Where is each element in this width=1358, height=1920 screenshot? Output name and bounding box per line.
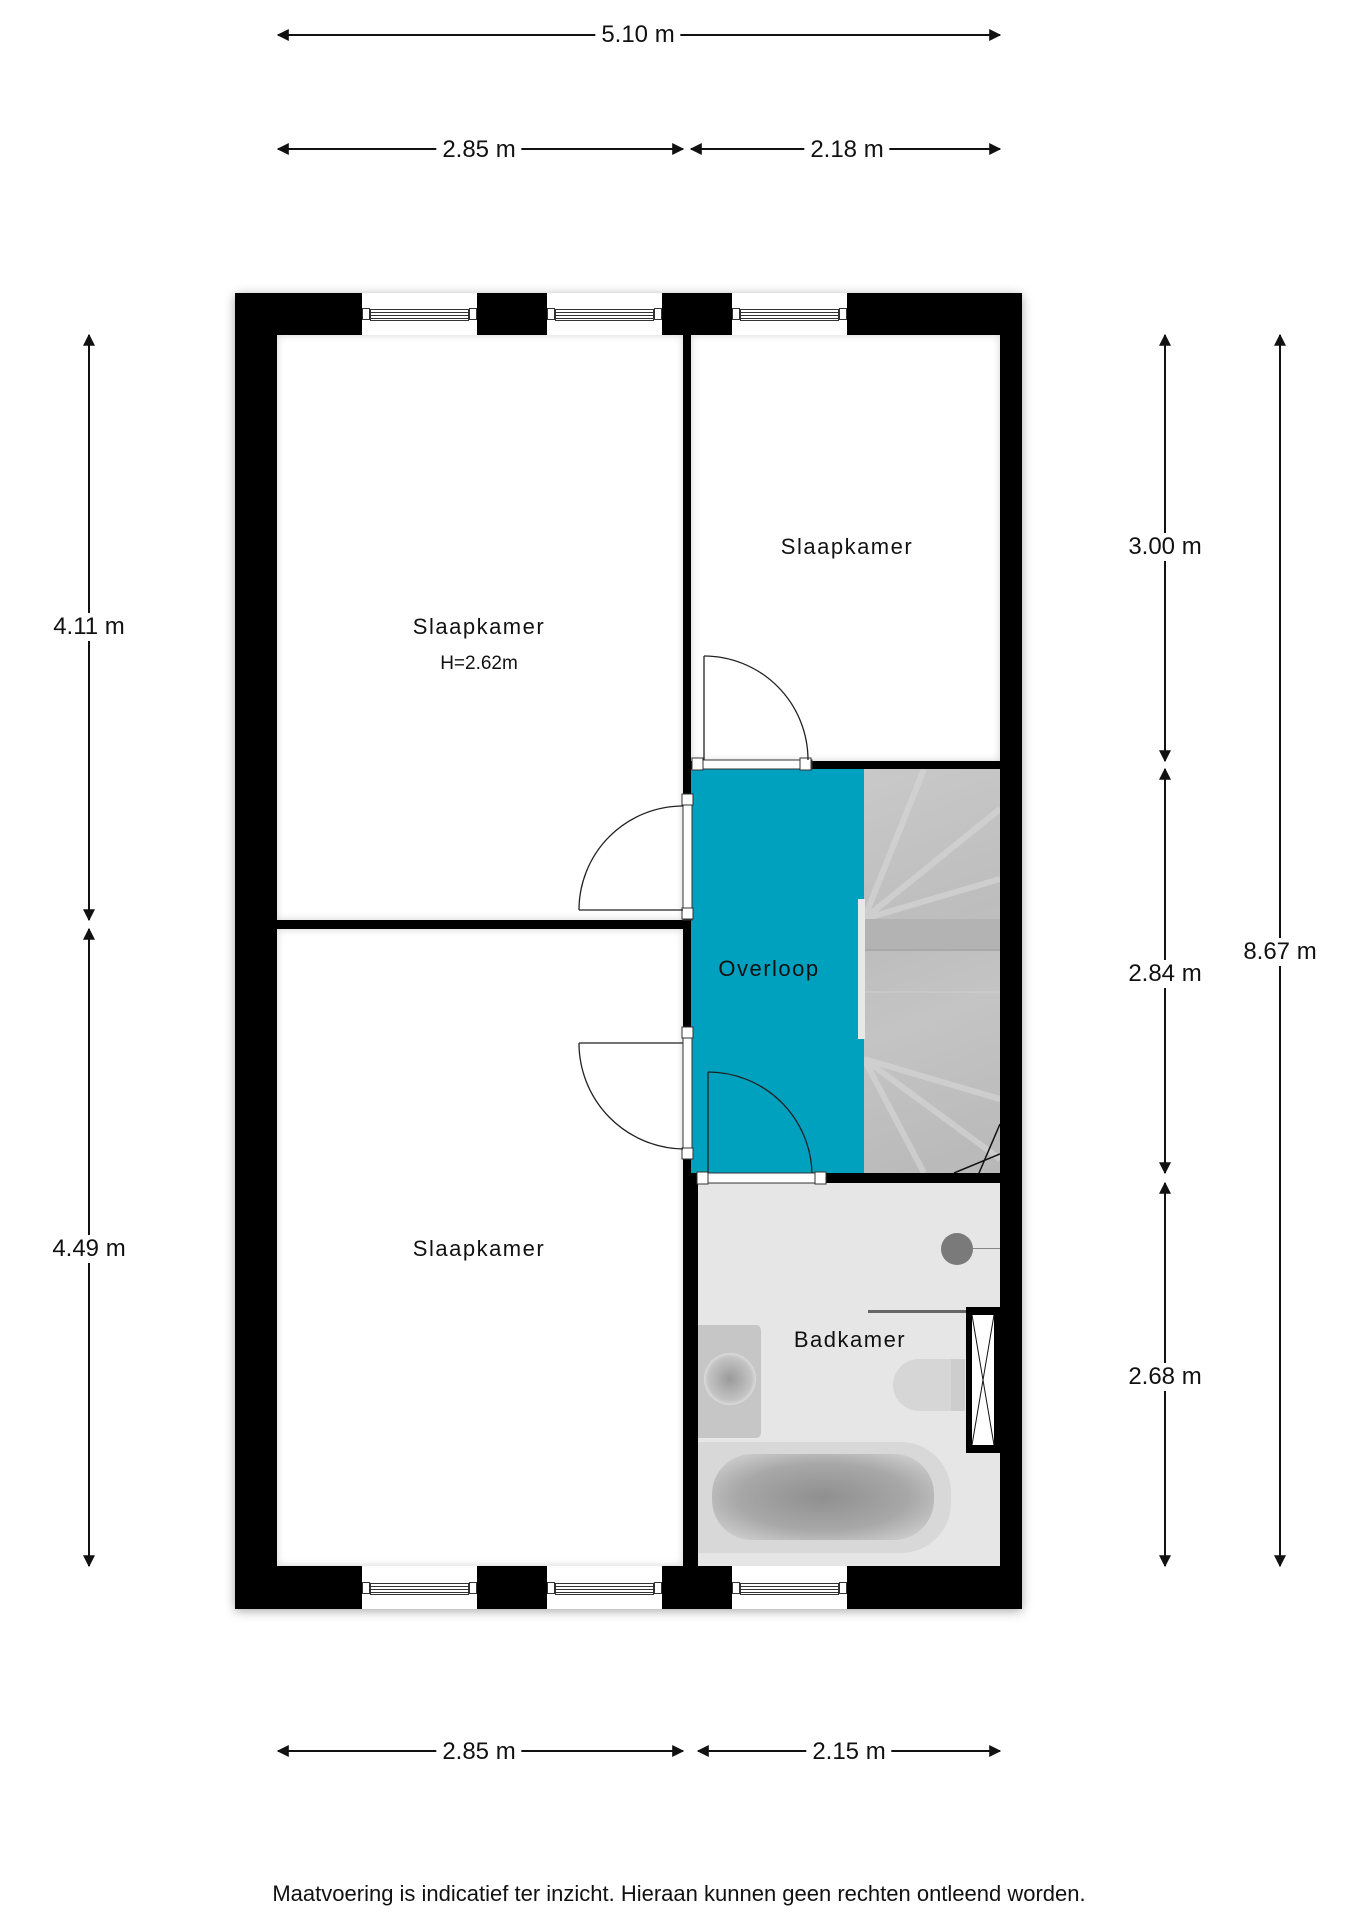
room-bedroom-bottom-left [277,929,683,1566]
window-top-1 [362,293,477,335]
dim-left-upper: 4.11 m [47,613,131,641]
window-bottom-2 [547,1566,662,1609]
label-bedroom-top-right: Slaapkamer [780,534,914,559]
room-bedroom-top-left [277,335,683,920]
door-frame-bedroom-top-left [682,796,693,921]
room-bedroom-top-right [691,335,1000,761]
door-frame-bathroom [696,1172,826,1184]
window-top-3 [732,293,847,335]
ventilation-shaft [966,1307,1000,1453]
door-bedroom-top-left[interactable] [578,805,684,911]
label-bedroom-bottom-left: Slaapkamer [412,1236,546,1261]
dim-bottom-right: 2.15 m [806,1738,892,1766]
dim-top-right: 2.18 m [804,136,890,164]
stair-handrail [858,899,865,1039]
dim-right-upper: 3.00 m [1122,533,1208,561]
door-frame-bedroom-top-right [691,759,813,770]
room-bathroom [698,1183,1000,1566]
dim-right-total: 8.67 m [1237,938,1323,966]
dim-top-left: 2.85 m [436,136,522,164]
window-top-2 [547,293,662,335]
label-landing: Overloop [718,956,820,981]
sink-basin-icon [704,1353,756,1405]
door-frame-bedroom-bottom-left [682,1030,693,1160]
dim-right-middle: 2.84 m [1122,960,1208,988]
toilet-tank [951,1359,965,1411]
label-bathroom: Badkamer [793,1327,907,1352]
shower-head-line [973,1248,1000,1249]
dim-right-lower: 2.68 m [1122,1363,1208,1391]
shaft-cross-icon [971,1314,995,1446]
dim-left-lower: 4.49 m [46,1235,132,1263]
room-landing [691,769,864,1173]
stairs-treads-icon [864,769,1000,1173]
shower-drain-icon [941,1233,973,1265]
disclaimer-text: Maatvoering is indicatief ter inzicht. H… [272,1881,1086,1906]
dim-bottom-left: 2.85 m [436,1738,522,1766]
dim-top-total: 5.10 m [595,21,681,49]
label-ceiling-height: H=2.62m [440,653,518,674]
shower-screen [868,1310,968,1313]
label-bedroom-top-left: Slaapkamer [412,614,546,639]
door-bedroom-top-right[interactable] [703,655,809,761]
toilet-icon [893,1359,951,1411]
window-bottom-1 [362,1566,477,1609]
window-bottom-3 [732,1566,847,1609]
staircase [864,769,1000,1173]
bathtub-icon [698,1442,951,1553]
door-bedroom-bottom-left[interactable] [578,1042,684,1150]
door-bathroom[interactable] [707,1071,813,1174]
